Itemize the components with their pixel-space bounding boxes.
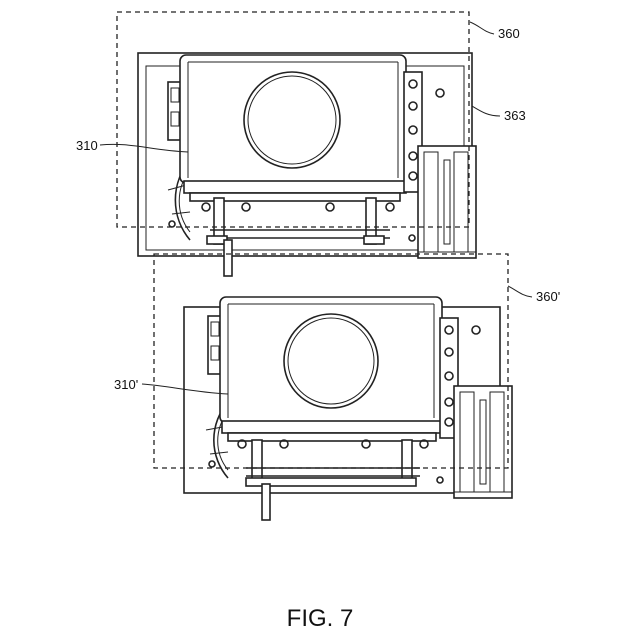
label-310: 310 <box>76 138 98 153</box>
lower-assembly <box>154 254 512 520</box>
leader-360-prime <box>508 286 532 297</box>
shaft-upper <box>224 240 232 276</box>
shaft-lower <box>262 484 270 520</box>
housing-base-rail-lower <box>222 421 442 433</box>
upper-assembly <box>117 12 476 276</box>
leader-360 <box>470 22 494 34</box>
housing-base-rail <box>184 181 406 193</box>
label-310-prime: 310' <box>114 377 138 392</box>
label-360-prime: 360' <box>536 289 560 304</box>
leader-363 <box>472 106 500 116</box>
leader-310 <box>100 144 188 152</box>
figure-caption: FIG. 7 <box>287 605 354 632</box>
clamp-block-lower <box>454 386 512 498</box>
clamp-block-upper <box>418 146 476 258</box>
leader-310-prime <box>142 384 228 394</box>
label-360: 360 <box>498 26 520 41</box>
label-363: 363 <box>504 108 526 123</box>
